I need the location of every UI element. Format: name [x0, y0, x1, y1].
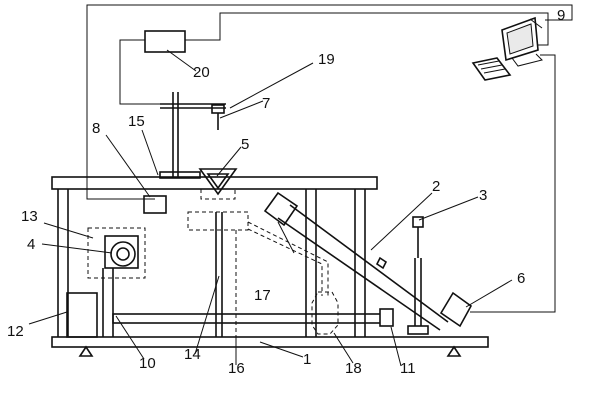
computer-icon [471, 16, 543, 81]
sensor-stand [160, 92, 226, 178]
callout-labels: 1 2 3 4 5 6 7 8 9 10 11 12 13 14 15 16 1… [7, 7, 565, 377]
drive-shaft [112, 308, 394, 327]
signal-wires [86, 4, 573, 313]
label-2: 2 [432, 178, 440, 195]
label-15: 15 [128, 113, 145, 130]
label-13: 13 [21, 208, 38, 225]
label-17: 17 [254, 287, 271, 304]
controller-box [144, 30, 186, 53]
lift-post [407, 216, 429, 335]
inclined-conveyor [263, 191, 473, 331]
label-3: 3 [479, 187, 487, 204]
label-9: 9 [557, 7, 565, 24]
label-10: 10 [139, 355, 156, 372]
label-8: 8 [92, 120, 100, 137]
leader-lines [28, 18, 543, 367]
label-11: 11 [400, 360, 416, 377]
label-18: 18 [345, 360, 362, 377]
sensor-box [143, 195, 167, 214]
label-5: 5 [241, 136, 249, 153]
label-20: 20 [193, 64, 210, 81]
label-1: 1 [303, 351, 311, 368]
label-16: 16 [228, 360, 245, 377]
label-12: 12 [7, 323, 24, 340]
label-14: 14 [184, 346, 201, 363]
label-7: 7 [262, 95, 270, 112]
label-19: 19 [318, 51, 335, 68]
label-4: 4 [27, 236, 35, 253]
chute [247, 221, 339, 335]
label-6: 6 [517, 270, 525, 287]
support-column [215, 212, 237, 337]
power-box [66, 292, 98, 338]
hopper [187, 168, 249, 231]
